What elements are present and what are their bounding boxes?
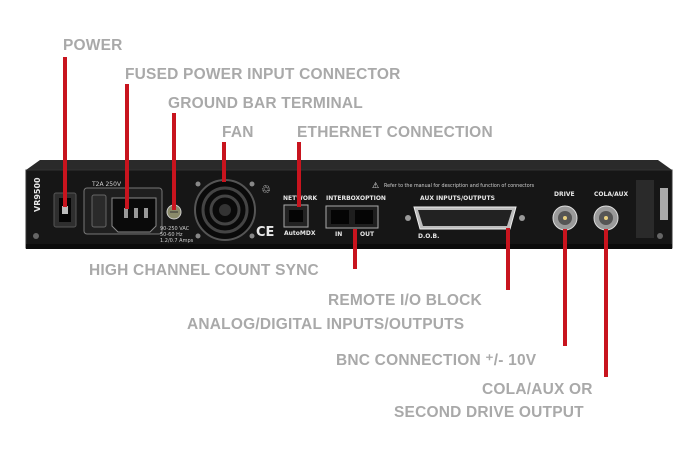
interbox-ports[interactable] xyxy=(325,205,379,229)
model-label: VR9500 xyxy=(33,177,42,212)
voltage-line-1: 90-250 VAC xyxy=(160,226,190,232)
aux-label: AUX INPUTS/OUTPUTS xyxy=(420,195,495,202)
leader-remote-io xyxy=(506,228,510,290)
leader-sync xyxy=(353,229,357,269)
callout-remote-io-1: REMOTE I/O BLOCK xyxy=(328,292,482,309)
leader-ground xyxy=(172,113,176,210)
dob-label: D.O.B. xyxy=(418,233,439,240)
fuse-rating: T2A 250V xyxy=(91,181,122,188)
screw-icon xyxy=(657,233,663,239)
option-label: OPTION xyxy=(360,195,386,202)
callout-power: POWER xyxy=(63,37,123,54)
leader-ethernet xyxy=(297,142,301,207)
voltage-line-3: 1.2/0.7 Amps xyxy=(160,238,194,244)
out-label: OUT xyxy=(360,231,375,238)
aux-db-connector[interactable] xyxy=(405,206,525,230)
screw-icon xyxy=(33,233,39,239)
cola-aux-label: COLA/AUX xyxy=(594,191,628,198)
fan xyxy=(194,179,256,241)
weee-icon: ♲ xyxy=(261,183,271,196)
drive-bnc[interactable] xyxy=(552,205,578,231)
callout-cola-2: SECOND DRIVE OUTPUT xyxy=(394,404,584,421)
ethernet-port[interactable] xyxy=(283,204,309,228)
leader-bnc xyxy=(563,229,567,346)
callout-fused-power: FUSED POWER INPUT CONNECTOR xyxy=(125,66,401,83)
in-label: IN xyxy=(335,231,342,238)
automdx-label: AutoMDX xyxy=(284,230,316,237)
power-inlet[interactable] xyxy=(83,187,163,235)
callout-cola-1: COLA/AUX OR xyxy=(482,381,593,398)
interbox-label: INTERBOX xyxy=(326,195,361,202)
leader-power xyxy=(63,57,67,207)
leader-fan xyxy=(222,142,226,182)
leader-fused xyxy=(125,84,129,209)
voltage-line-2: 50-60 Hz xyxy=(160,232,183,238)
cola-bnc[interactable] xyxy=(593,205,619,231)
callout-fan: FAN xyxy=(222,124,254,141)
warning-icon: ⚠ xyxy=(372,181,379,190)
ce-mark-icon: CE xyxy=(256,225,274,240)
callout-ethernet: ETHERNET CONNECTION xyxy=(297,124,493,141)
leader-cola xyxy=(604,229,608,377)
callout-ground-bar: GROUND BAR TERMINAL xyxy=(168,95,363,112)
callout-sync: HIGH CHANNEL COUNT SYNC xyxy=(89,262,319,279)
drive-label: DRIVE xyxy=(554,191,575,198)
manual-note: Refer to the manual for description and … xyxy=(384,183,535,189)
power-switch[interactable] xyxy=(53,192,77,228)
callout-remote-io-2: ANALOG/DIGITAL INPUTS/OUTPUTS xyxy=(187,316,465,333)
callout-bnc: BNC CONNECTION ⁺/- 10V xyxy=(336,352,537,369)
